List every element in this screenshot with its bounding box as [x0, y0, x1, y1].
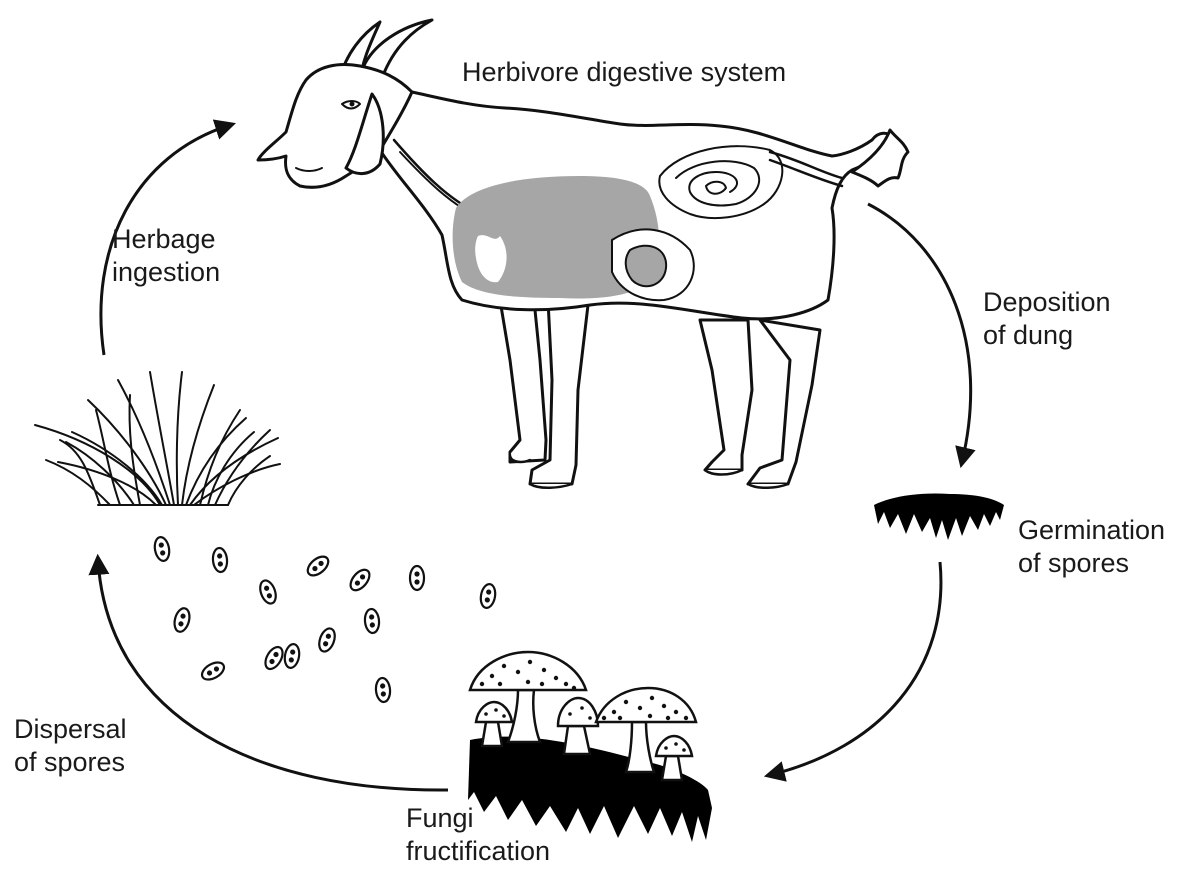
label-line: Germination	[1018, 514, 1165, 547]
spore-icon	[316, 626, 337, 653]
label-line: Fungi	[406, 802, 550, 835]
spore-icon	[199, 659, 227, 683]
goat-hind-leg-near	[748, 320, 820, 484]
goat-hind-leg-far	[700, 320, 752, 470]
spore-icon	[479, 583, 497, 609]
label-line: of dung	[983, 319, 1111, 352]
arrow-deposition-of-dung	[868, 204, 971, 462]
label-line: of spores	[1018, 547, 1165, 580]
mushroom-icon	[558, 698, 598, 754]
spore-icon	[364, 608, 380, 633]
dung-pat-icon	[874, 493, 1004, 540]
spore-icon	[153, 536, 171, 562]
spore-icon	[375, 677, 391, 702]
omasum	[626, 246, 666, 287]
goat-head	[258, 65, 412, 188]
label-line: ingestion	[112, 256, 220, 289]
spore-icon	[212, 547, 228, 572]
label-line: Deposition	[983, 286, 1111, 319]
label-line: fructification	[406, 835, 550, 868]
arrow-fungi-fructification	[770, 562, 941, 775]
label-herbivore-digestive-system: Herbivore digestive system	[462, 56, 786, 89]
spore-icon	[304, 553, 331, 579]
spore-icon	[283, 643, 301, 669]
label-dispersal-of-spores: Dispersal of spores	[14, 713, 127, 779]
label-line: Herbage	[112, 223, 220, 256]
spore-icon	[347, 566, 373, 593]
spores	[153, 536, 497, 703]
label-line: Dispersal	[14, 713, 127, 746]
goat-illustration	[258, 20, 908, 488]
spore-icon	[257, 578, 278, 605]
grass-clump-icon	[35, 372, 280, 505]
spore-icon	[172, 607, 192, 634]
label-fungi-fructification: Fungi fructification	[406, 802, 550, 868]
spore-icon	[262, 644, 286, 672]
label-herbage-ingestion: Herbage ingestion	[112, 223, 220, 289]
spore-icon	[410, 566, 424, 590]
goat-fore-leg-far	[500, 300, 546, 462]
label-deposition-of-dung: Deposition of dung	[983, 286, 1111, 352]
label-germination-of-spores: Germination of spores	[1018, 514, 1165, 580]
label-line: of spores	[14, 746, 127, 779]
